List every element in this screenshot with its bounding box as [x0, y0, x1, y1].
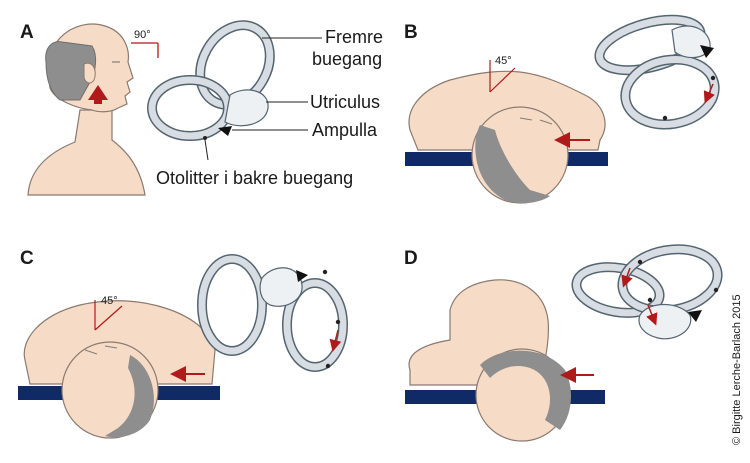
angle-marker-b: 45°	[489, 55, 516, 93]
angle-label-a: 90°	[134, 29, 151, 41]
angle-label-c: 45°	[101, 295, 118, 307]
label-anterior-canal-line1: Fremre	[325, 27, 383, 47]
rotation-arrow-a	[88, 85, 108, 104]
otolith-a	[203, 136, 207, 140]
label-anterior-canal-line2: buegang	[312, 49, 382, 69]
callout-lines	[204, 37, 322, 161]
utricle-a	[224, 89, 269, 127]
patient-supine-c	[18, 300, 220, 439]
angle-marker-a: 90°	[131, 29, 159, 58]
label-ampulla: Ampulla	[312, 120, 378, 140]
labyrinth-c	[197, 254, 348, 372]
panel-label-a: A	[20, 22, 34, 43]
labyrinth-a	[147, 20, 275, 141]
angle-marker-c: 45°	[94, 295, 123, 331]
patient-side-d	[405, 279, 605, 442]
label-utricle: Utriculus	[310, 92, 380, 112]
labyrinth-b	[594, 14, 720, 130]
ampulla-a	[218, 126, 232, 136]
angle-label-b: 45°	[495, 55, 512, 67]
panel-label-d: D	[404, 248, 418, 269]
panel-label-c: C	[20, 248, 34, 269]
label-otoliths: Otolitter i bakre buegang	[156, 168, 353, 188]
labyrinth-d	[571, 244, 723, 340]
patient-supine-b	[405, 70, 608, 204]
head-profile-a	[27, 23, 146, 196]
panel-label-b: B	[404, 22, 418, 43]
copyright-label: © Birgitte Lerche-Barlach 2015	[731, 294, 743, 445]
